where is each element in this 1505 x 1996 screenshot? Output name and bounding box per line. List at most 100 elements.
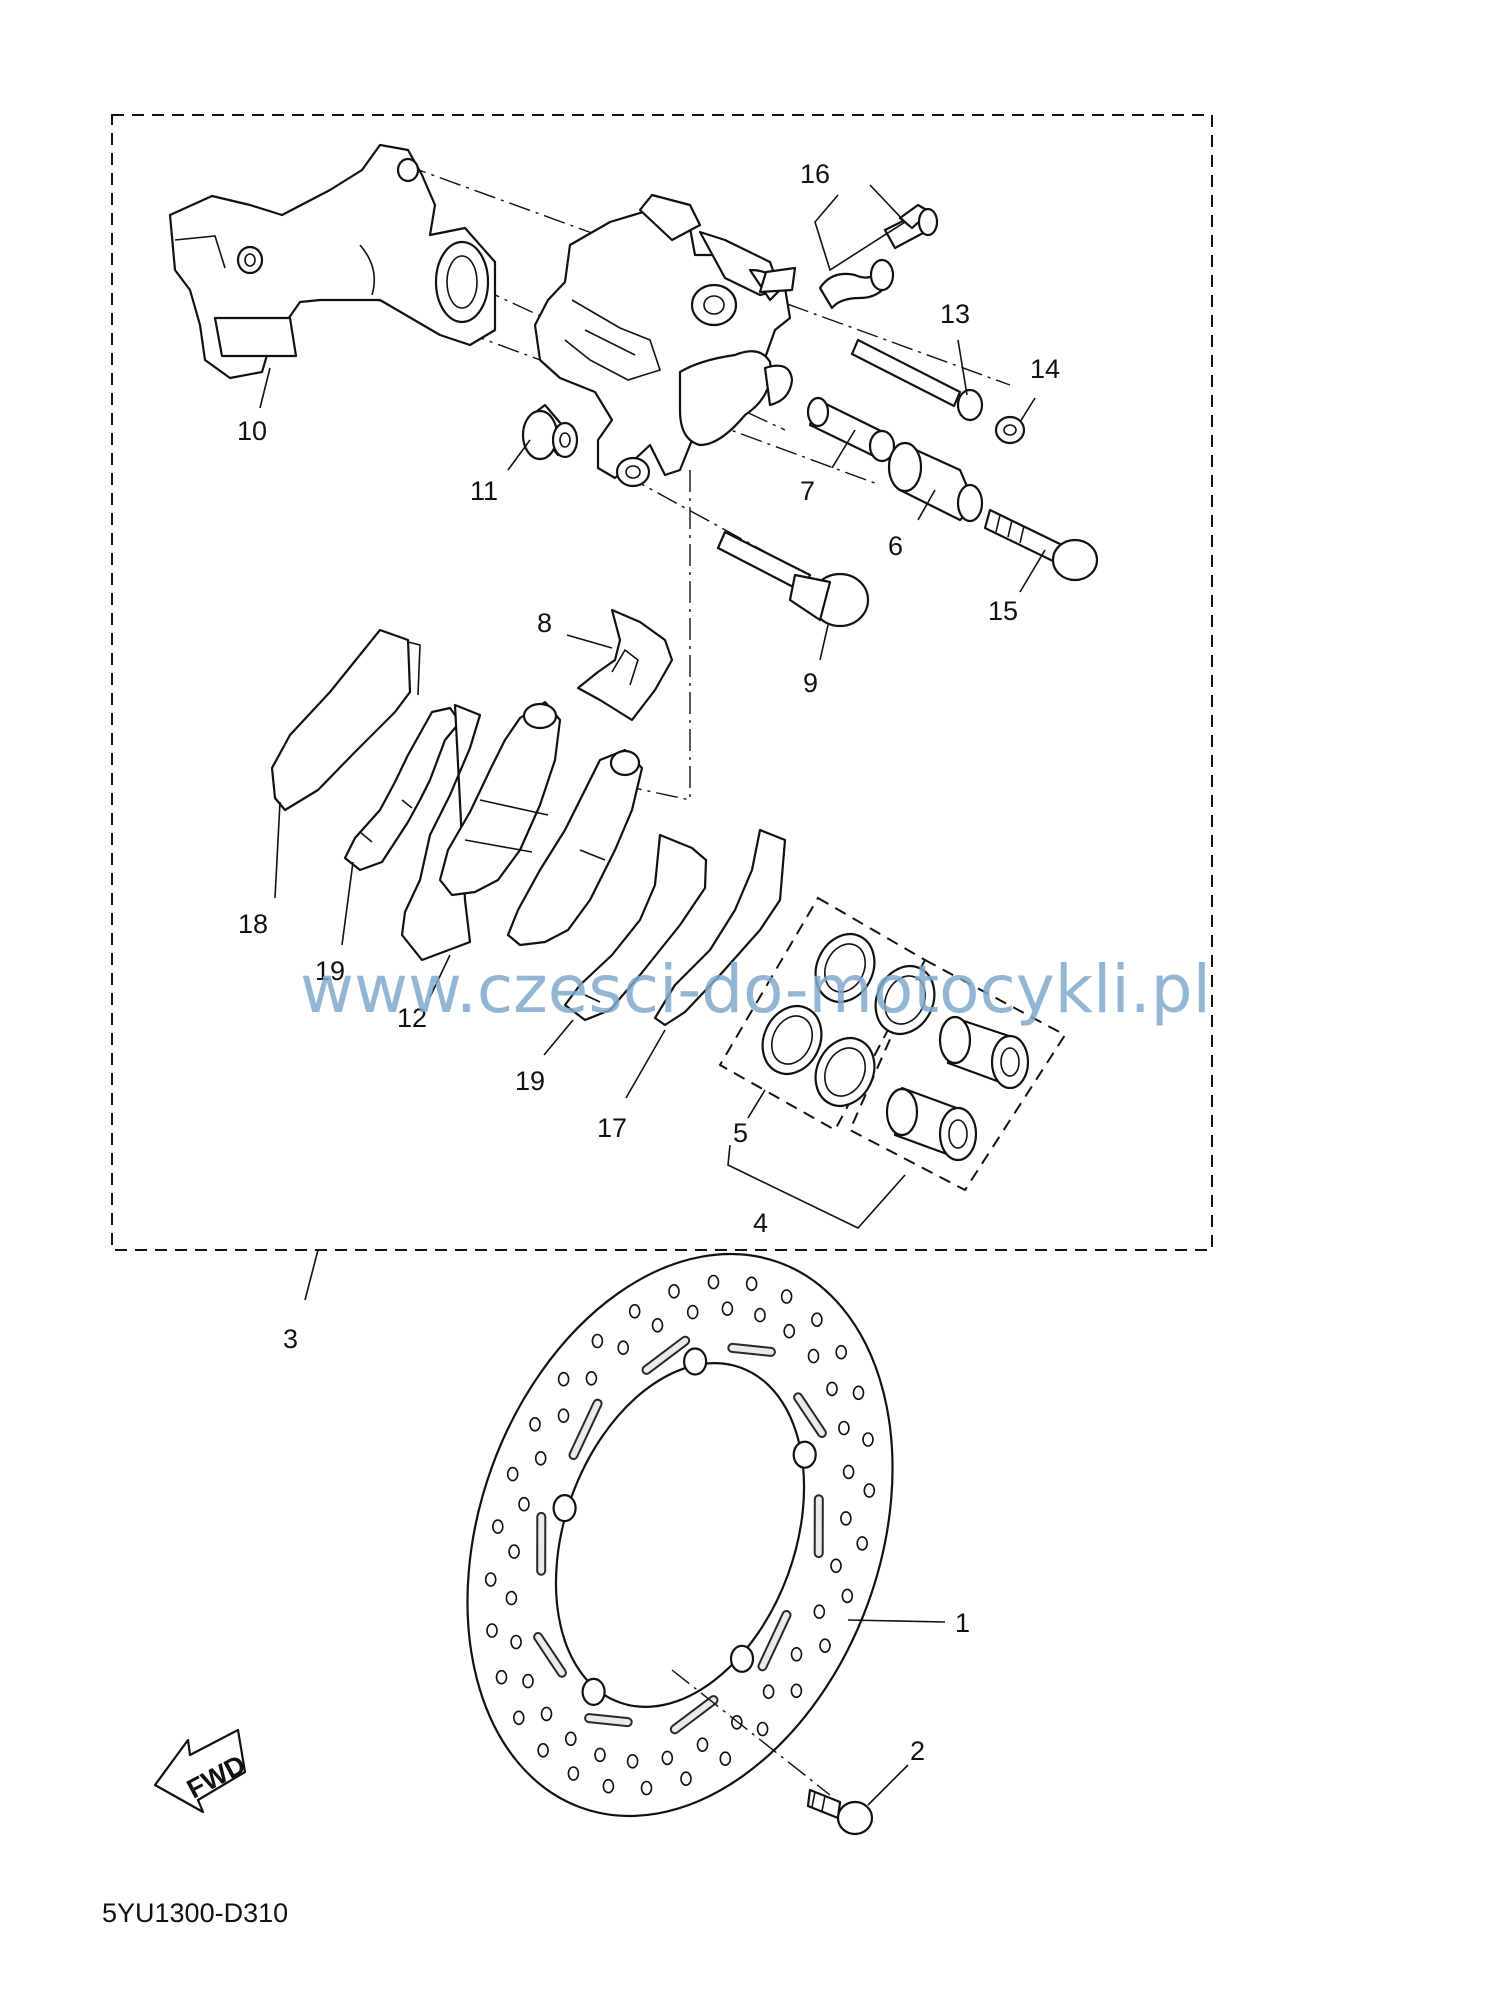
- disc-hole: [537, 1743, 549, 1758]
- callout-5: 5: [733, 1118, 748, 1148]
- caliper-body: [533, 193, 797, 488]
- disc-hole: [522, 1673, 534, 1689]
- disc-hole: [719, 1751, 732, 1766]
- callout-1: 1: [955, 1608, 970, 1638]
- disc-hole: [762, 1684, 775, 1699]
- seal-kit: [718, 896, 1067, 1192]
- callout-4: 4: [753, 1208, 768, 1238]
- disc-hole: [491, 1519, 504, 1534]
- disc-hole: [811, 1312, 823, 1327]
- nut: [994, 415, 1026, 445]
- disc-slot: [535, 1634, 565, 1676]
- pin-bolt: [850, 338, 984, 422]
- caliper-bracket: [168, 143, 497, 380]
- disc-hole: [628, 1304, 641, 1319]
- disc-hole: [564, 1731, 577, 1747]
- bushing: [521, 403, 579, 461]
- callouts: 1 2 3 4 5 6 7 8 9 10 11 12 13 14 15 16 1…: [237, 159, 1060, 1766]
- disc-hole: [783, 1323, 796, 1339]
- disc-hole: [807, 1348, 820, 1364]
- disc-holes: [484, 1274, 876, 1796]
- disc-mount-hole: [729, 1644, 755, 1673]
- disc-hole: [529, 1417, 541, 1432]
- disc-hole: [510, 1634, 522, 1650]
- callout-2: 2: [910, 1736, 925, 1766]
- disc-hole: [557, 1371, 570, 1387]
- disc-hole: [756, 1721, 769, 1737]
- disc-hole: [745, 1276, 758, 1292]
- callout-15: 15: [988, 596, 1018, 626]
- disc-hole: [484, 1572, 497, 1587]
- disc-hole: [790, 1647, 803, 1662]
- pad-clip-19-right: [563, 833, 708, 1022]
- disc-slot: [643, 1337, 689, 1373]
- callout-13: 13: [940, 299, 970, 329]
- disc-hole: [640, 1780, 653, 1796]
- disc-hole: [505, 1590, 518, 1606]
- callout-7: 7: [800, 476, 815, 506]
- disc-hole: [540, 1706, 553, 1722]
- disc-hole: [534, 1451, 547, 1466]
- disc-hole: [852, 1385, 865, 1401]
- disc-slot: [759, 1612, 790, 1670]
- disc-hole: [780, 1289, 793, 1304]
- pad-clip-19-left: [343, 706, 462, 872]
- disc-hole: [841, 1588, 854, 1604]
- disc-hole: [842, 1464, 855, 1480]
- callout-17: 17: [597, 1113, 627, 1143]
- shim-18: [270, 628, 421, 812]
- callout-16: 16: [800, 159, 830, 189]
- bleed-screw: [818, 203, 939, 310]
- pad-spring: [576, 608, 674, 722]
- caliper-assembly-frame: [111, 114, 1213, 1251]
- callout-10: 10: [237, 416, 267, 446]
- brake-disc: [466, 1252, 894, 1818]
- disc-hole: [721, 1301, 734, 1316]
- callout-12: 12: [397, 1003, 427, 1033]
- pin-sleeve: [806, 396, 896, 463]
- callout-19-left: 19: [315, 956, 345, 986]
- disc-mount-hole: [552, 1493, 577, 1523]
- disc-slot: [795, 1394, 825, 1436]
- disc-hole: [862, 1432, 874, 1447]
- disc-hole: [668, 1284, 680, 1299]
- disc-slots: [533, 1335, 827, 1735]
- disc-hole: [626, 1754, 639, 1769]
- disc-hole: [567, 1766, 580, 1781]
- disc-hole: [813, 1604, 826, 1619]
- disc-hole: [602, 1778, 615, 1794]
- disc-hole: [863, 1483, 876, 1498]
- brake-pads: [400, 700, 644, 962]
- watermark-text: www.czesci-do-motocykli.pl: [300, 951, 1211, 1028]
- disc-slot: [671, 1697, 717, 1733]
- callout-8: 8: [537, 608, 552, 638]
- callout-9: 9: [803, 668, 818, 698]
- callout-18: 18: [238, 909, 268, 939]
- leader-lines: [259, 184, 1046, 1806]
- disc-hole: [495, 1669, 508, 1685]
- disc-slot: [570, 1400, 601, 1458]
- disc-hole: [790, 1683, 803, 1699]
- disc-mount-hole: [581, 1677, 606, 1707]
- callout-19-right: 19: [515, 1066, 545, 1096]
- disc-mount-hole: [792, 1440, 817, 1469]
- disc-hole: [594, 1747, 606, 1763]
- disc-hole: [557, 1408, 570, 1423]
- disc-hole: [591, 1333, 604, 1349]
- disc-hole: [696, 1737, 709, 1752]
- disc-slot: [729, 1344, 774, 1355]
- disc-hole: [506, 1466, 519, 1482]
- diagram-code: 5YU1300-D310: [102, 1898, 288, 1928]
- callout-3: 3: [283, 1324, 298, 1354]
- shim-17: [653, 828, 787, 1027]
- disc-slot: [586, 1715, 631, 1726]
- bolt-9: [716, 530, 870, 628]
- disc-hole: [835, 1344, 848, 1360]
- disc-hole: [707, 1274, 720, 1290]
- boot: [887, 441, 984, 523]
- disc-mount-hole: [682, 1347, 708, 1376]
- disc-hole: [856, 1536, 869, 1551]
- disc-hole: [486, 1623, 498, 1638]
- bolt: [983, 508, 1099, 582]
